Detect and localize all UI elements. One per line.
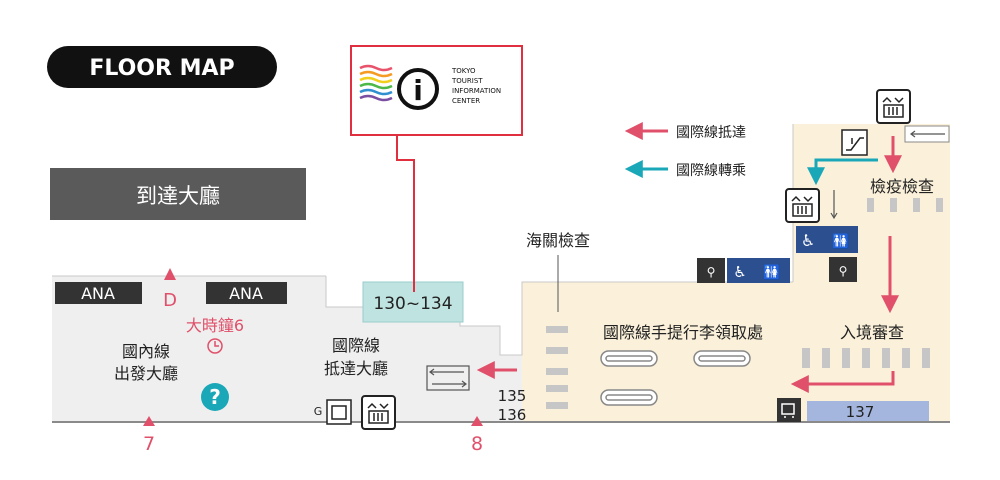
ana-counter-right (206, 282, 287, 304)
ana-counter-left (55, 282, 142, 304)
legend-transfer-label: 國際線轉乘 (676, 163, 746, 179)
family-restroom-icon-right (829, 257, 857, 282)
intl-arrival-line-1: 國際線 (332, 336, 380, 355)
family-restroom-icon-right-glyph: ⚲ (839, 264, 848, 278)
ana-counter-right-label: ANA (229, 284, 263, 303)
baggage-claim-label: 國際線手提行李領取處 (603, 323, 763, 342)
elevator-icon-lobby (361, 395, 396, 430)
intl-arrival-line-2: 抵達大廳 (324, 359, 388, 378)
tic-line-4: CENTER (452, 97, 480, 105)
gate-d-marker (164, 268, 176, 280)
domestic-departure-line-1: 國內線 (122, 342, 170, 361)
gate-8-marker (471, 416, 483, 426)
baggage-cart-icon (777, 398, 801, 422)
immigration-counters (802, 348, 930, 368)
carousel-137-label: 137 (846, 403, 875, 421)
elevator-icon-top (876, 89, 911, 124)
family-restroom-icon-left-glyph: ⚲ (707, 265, 716, 279)
clock-icon (207, 338, 223, 354)
elevator-icon-middle-glyph (791, 195, 813, 217)
quarantine-label: 檢疫檢查 (870, 177, 934, 196)
carousel-137 (807, 401, 929, 421)
walkway-indicator-top-arrow (910, 130, 945, 138)
elevator-icon-middle (785, 188, 820, 223)
clock-hands (214, 341, 219, 347)
tic-line-1: TOKYO (451, 67, 476, 75)
tic-pointer-line (396, 135, 415, 292)
luggage-locker-icon (326, 399, 352, 425)
accessible-restroom-sign-right (796, 226, 858, 253)
elevator-icon-lobby-glyph (367, 402, 389, 424)
luggage-locker-icon-inner (331, 405, 347, 420)
exit-zone-130-134-label: 130~134 (373, 294, 452, 314)
escalator-icon-glyph (846, 137, 864, 151)
legend-arrival-label: 國際線抵達 (676, 125, 746, 141)
escalator-icon (841, 129, 868, 156)
restroom-icon-right: 🚻 (832, 233, 849, 250)
walkway-indicator-lobby (426, 365, 470, 391)
immigration-label: 入境審查 (840, 323, 904, 342)
ana-counter-left-label: ANA (81, 284, 115, 303)
info-icon-letter: i (413, 74, 423, 107)
help-icon[interactable] (201, 383, 229, 411)
domestic-departure-line-2: 出發大廳 (114, 364, 178, 383)
arrivals-banner (50, 168, 306, 220)
tourist-info-center-box (350, 45, 523, 136)
help-icon-symbol: ? (209, 385, 221, 409)
big-clock-label: 大時鐘6 (186, 316, 244, 335)
page-title: FLOOR MAP (89, 56, 234, 81)
tic-line-2: TOURIST (451, 77, 483, 85)
exit-136-label: 136 (498, 406, 527, 424)
baggage-cart-icon-glyph (781, 403, 795, 418)
floor-g-label: G (314, 405, 323, 418)
gate-8-label: 8 (471, 433, 483, 455)
quarantine-counters (867, 198, 943, 212)
family-restroom-icon-left (697, 258, 725, 283)
gate-7-label: 7 (143, 433, 155, 455)
floor-map-badge (47, 46, 277, 88)
transfer-flow-arrow (807, 158, 878, 186)
accessible-restroom-sign-left (727, 258, 790, 283)
arrival-flow-arrow-to-137 (790, 371, 895, 393)
down-arrow-thin (830, 190, 838, 220)
wheelchair-icon-left: ♿ (733, 263, 746, 281)
exit-135-label: 135 (498, 387, 527, 405)
restroom-icon-left: 🚻 (763, 264, 780, 281)
baggage-carousels (600, 350, 751, 406)
gate-7-marker (143, 416, 155, 426)
elevator-icon-top-glyph (882, 96, 904, 118)
customs-label: 海關檢查 (526, 231, 590, 250)
gate-d-label: D (163, 290, 177, 311)
arrivals-banner-label: 到達大廳 (136, 184, 220, 208)
international-floor (522, 124, 950, 422)
customs-counters (546, 326, 568, 409)
info-icon (397, 68, 439, 110)
tic-line-3: INFORMATION (452, 87, 501, 95)
rainbow-waves-icon (359, 64, 393, 102)
wheelchair-icon-right: ♿ (801, 231, 815, 250)
